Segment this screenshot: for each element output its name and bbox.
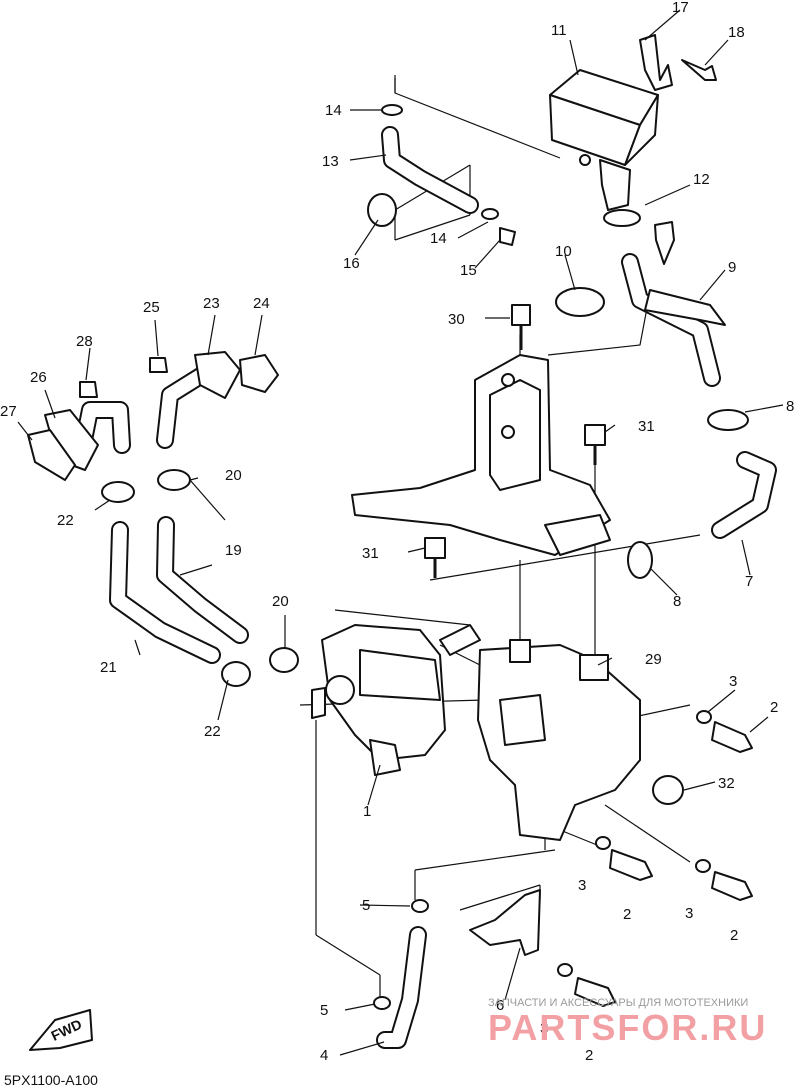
callout-32: 32 — [718, 775, 735, 792]
clamp-part-10 — [555, 287, 605, 317]
bracket-part-17 — [639, 34, 673, 91]
callout-29: 29 — [645, 651, 662, 668]
grommet-part-32 — [652, 775, 684, 805]
callout-2-b: 2 — [623, 906, 631, 923]
callout-14-lower: 14 — [430, 230, 447, 247]
mount-bracket — [351, 354, 611, 556]
washer-part-3-a — [696, 710, 712, 724]
callout-7: 7 — [745, 573, 753, 590]
callout-30: 30 — [448, 311, 465, 328]
callout-10: 10 — [555, 243, 572, 260]
callout-5-upper: 5 — [362, 897, 370, 914]
hose-part-13 — [381, 126, 479, 214]
bolt-part-2-a — [711, 721, 753, 753]
gasket-part-24 — [239, 354, 279, 393]
clamp-part-22-upper — [101, 481, 135, 503]
callout-2-c: 2 — [730, 927, 738, 944]
hose-part-26 — [76, 401, 131, 454]
clamp-part-16 — [367, 193, 397, 227]
hose-part-23 — [156, 361, 219, 449]
callout-15: 15 — [460, 262, 477, 279]
callout-25: 25 — [143, 299, 160, 316]
callout-19: 19 — [225, 542, 242, 559]
callout-5-lower: 5 — [320, 1002, 328, 1019]
callout-3-b: 3 — [578, 877, 586, 894]
hose-part-7 — [711, 451, 777, 539]
bracket-part-29 — [477, 639, 641, 841]
washer-part-3-d — [557, 963, 573, 977]
callout-3-c: 3 — [685, 905, 693, 922]
callout-6: 6 — [496, 997, 504, 1014]
flange-part-23 — [194, 351, 241, 399]
callout-14-upper: 14 — [325, 102, 342, 119]
bolt-part-2-d — [574, 977, 616, 1007]
callout-2-a: 2 — [770, 699, 778, 716]
callout-24: 24 — [253, 295, 270, 312]
callout-8-lower: 8 — [673, 593, 681, 610]
leader-lines — [17, 9, 784, 1056]
fwd-arrow-icon: FWD — [29, 1009, 93, 1051]
bolt-bracket-9 — [654, 221, 675, 265]
bolt-part-31-upper — [584, 424, 606, 465]
canister-part-11 — [549, 69, 659, 211]
callout-23: 23 — [203, 295, 220, 312]
washer-part-3-c — [695, 859, 711, 873]
callout-26: 26 — [30, 369, 47, 386]
callout-2-d: 2 — [585, 1047, 593, 1064]
gasket-part-27 — [27, 429, 76, 481]
callout-27: 27 — [0, 403, 17, 420]
clip-part-8-lower — [627, 541, 653, 579]
callout-22-upper: 22 — [57, 512, 74, 529]
hose-part-21 — [109, 521, 221, 664]
clamp-part-20-upper — [157, 469, 191, 491]
callout-31-lower: 31 — [362, 545, 379, 562]
callout-9: 9 — [728, 259, 736, 276]
clip-part-5-upper — [411, 899, 429, 913]
callout-1: 1 — [363, 803, 371, 820]
callout-11: 11 — [551, 22, 567, 39]
callout-21: 21 — [100, 659, 117, 676]
drawing-code: 5PX1100-A100 — [4, 1072, 98, 1088]
callout-13: 13 — [322, 153, 339, 170]
hose-part-4 — [376, 926, 427, 1049]
callout-18: 18 — [728, 24, 745, 41]
watermark-caption: ЗАПЧАСТИ И АКСЕССУАРЫ ДЛЯ МОТОТЕХНИКИ — [488, 997, 748, 1009]
watermark: ЗАПЧАСТИ И АКСЕССУАРЫ ДЛЯ МОТОТЕХНИКИ PA… — [488, 997, 767, 1048]
bolt-part-30 — [511, 304, 531, 350]
callout-labels: 11 17 18 14 13 12 14 16 15 10 9 30 25 23… — [0, 0, 794, 1064]
clamp-part-22-lower — [221, 661, 251, 687]
valve-part-1 — [311, 624, 481, 776]
bolt-part-2-c — [711, 871, 753, 901]
clip-part-5-lower — [373, 996, 391, 1010]
callout-12: 12 — [693, 171, 710, 188]
bolt-part-31-lower — [424, 537, 446, 578]
screw-part-28 — [79, 381, 98, 398]
callout-20-upper: 20 — [225, 467, 242, 484]
callout-17: 17 — [672, 0, 689, 16]
clip-part-14-upper — [381, 104, 403, 116]
watermark-logo: PARTSFOR.RU — [488, 1007, 767, 1048]
clip-part-8-upper — [707, 409, 749, 431]
callout-22-lower: 22 — [204, 723, 221, 740]
callout-8-upper: 8 — [786, 398, 794, 415]
bolt-part-2-b — [609, 849, 653, 881]
bracket-part-6 — [469, 889, 541, 956]
screw-part-25 — [149, 357, 168, 373]
cap-part-15 — [499, 227, 516, 246]
hose-part-9 — [621, 253, 726, 387]
clamp-part-12 — [603, 209, 641, 227]
callout-31-upper: 31 — [638, 418, 655, 435]
callout-16: 16 — [343, 255, 360, 272]
screw-part-18 — [681, 59, 717, 81]
callout-28: 28 — [76, 333, 93, 350]
callout-20-lower: 20 — [272, 593, 289, 610]
callout-4: 4 — [320, 1047, 328, 1064]
callout-3-a: 3 — [729, 673, 737, 690]
clamp-part-20-lower — [269, 647, 299, 673]
hose-part-19 — [156, 516, 249, 644]
callout-3-d: 3 — [540, 1020, 548, 1037]
washer-part-3-b — [595, 836, 611, 850]
clip-part-14-lower — [481, 208, 499, 220]
